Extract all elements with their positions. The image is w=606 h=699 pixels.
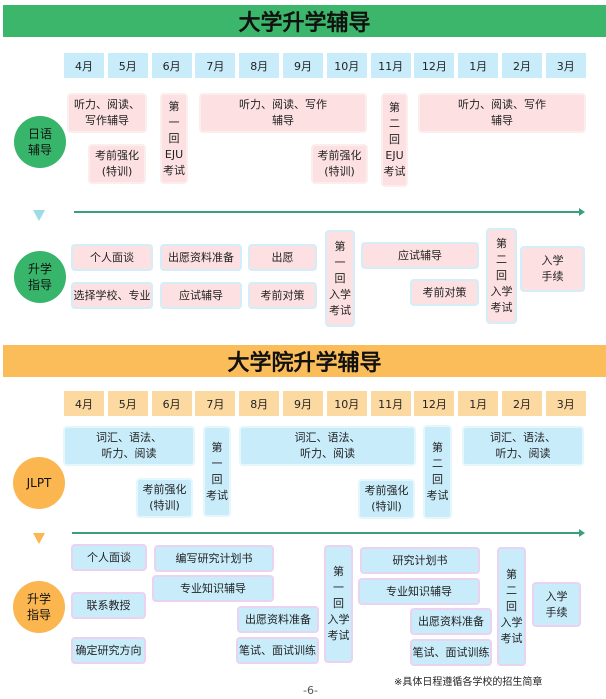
research-plan-block: 研究计划书 (360, 547, 480, 574)
month-header: 4月 (64, 391, 104, 416)
month-header: 5月 (107, 391, 148, 416)
eju-exam-1: 第 一 回 EJU 考试 (160, 93, 188, 184)
university-section-title: 大学升学辅导 (3, 5, 606, 37)
strategy-block: 考前对策 (248, 282, 317, 309)
jlpt-exam-2: 第 二 回 考试 (423, 425, 452, 519)
month-header: 5月 (107, 53, 148, 78)
entrance-exam-2: 第 二 回 入学 考试 (497, 547, 526, 666)
interview-block: 个人面谈 (71, 544, 147, 571)
month-header: 10月 (326, 391, 367, 416)
month-header: 8月 (239, 391, 280, 416)
month-header: 8月 (239, 53, 280, 78)
entrance-exam-1: 第 一 回 入学 考试 (324, 545, 353, 663)
intensive-block: 考前强化 (特训) (311, 144, 368, 184)
lessons-block: 听力、阅读、 写作辅导 (67, 93, 147, 133)
contact-professor-block: 联系教授 (71, 592, 146, 619)
choose-school-block: 选择学校、专业 (71, 282, 153, 309)
month-header: 3月 (545, 391, 586, 416)
entrance-exam-2: 第 二 回 入学 考试 (486, 228, 517, 324)
knowledge-block: 专业知识辅导 (152, 575, 274, 602)
knowledge-block: 专业知识辅导 (358, 578, 480, 605)
intensive-block: 考前强化 (特训) (136, 478, 193, 518)
lessons-block: 听力、阅读、写作 辅导 (199, 93, 367, 133)
training-block: 笔试、面试训练 (236, 637, 319, 664)
lessons-block: 词汇、语法、 听力、阅读 (239, 426, 416, 466)
month-header: 9月 (283, 53, 323, 78)
enrollment-block: 入学 手续 (520, 246, 585, 292)
month-header: 7月 (195, 53, 236, 78)
graduate-section-title: 大学院升学辅导 (3, 345, 606, 377)
triangle-down-icon (33, 210, 45, 221)
admission-guidance-badge: 升学 指导 (14, 251, 66, 303)
admission-guidance-badge: 升学 指导 (13, 581, 65, 633)
japanese-tutoring-badge: 日语 辅导 (14, 116, 66, 168)
intensive-block: 考前强化 (特训) (88, 144, 146, 184)
intensive-block: 考前强化 (特训) (358, 479, 415, 519)
month-header: 4月 (64, 53, 104, 78)
jlpt-badge: JLPT (13, 457, 65, 509)
month-header: 2月 (502, 53, 542, 78)
exam-prep-block: 应试辅导 (160, 282, 242, 309)
lessons-block: 词汇、语法、 听力、阅读 (63, 426, 195, 466)
footnote: ※具体日程遵循各学校的招生简章 (394, 677, 543, 688)
timeline-arrow (72, 529, 585, 537)
entrance-exam-1: 第 一 回 入学 考试 (325, 230, 355, 327)
month-header: 1月 (458, 53, 499, 78)
interview-block: 个人面谈 (71, 244, 153, 271)
jlpt-exam-1: 第 一 回 考试 (203, 426, 231, 517)
strategy-block: 考前对策 (410, 279, 479, 306)
month-header: 3月 (545, 53, 586, 78)
apply-block: 出愿 (248, 244, 317, 271)
write-plan-block: 编写研究计划书 (154, 545, 274, 572)
documents-block: 出愿资料准备 (237, 606, 319, 633)
documents-block: 出愿资料准备 (410, 608, 492, 635)
month-header: 11月 (370, 53, 411, 78)
page-number: -6- (303, 684, 318, 697)
month-header: 12月 (414, 53, 455, 78)
eju-exam-2: 第 二 回 EJU 考试 (381, 93, 408, 187)
month-header: 9月 (283, 391, 323, 416)
lessons-block: 词汇、语法、 听力、阅读 (462, 426, 584, 466)
month-header: 1月 (458, 391, 499, 416)
exam-prep-block: 应试辅导 (361, 242, 479, 269)
month-header: 6月 (151, 53, 192, 78)
documents-block: 出愿资料准备 (160, 244, 242, 271)
enrollment-block: 入学 手续 (532, 582, 581, 627)
timeline-arrow (74, 208, 585, 216)
lessons-block: 听力、阅读、写作 辅导 (418, 93, 586, 133)
month-header: 10月 (326, 53, 367, 78)
research-direction-block: 确定研究方向 (71, 637, 146, 664)
month-header: 7月 (195, 391, 236, 416)
training-block: 笔试、面试训练 (410, 639, 492, 666)
triangle-down-icon (33, 533, 45, 544)
month-header: 2月 (502, 391, 542, 416)
month-header: 12月 (414, 391, 455, 416)
month-header: 6月 (151, 391, 192, 416)
month-header: 11月 (370, 391, 411, 416)
